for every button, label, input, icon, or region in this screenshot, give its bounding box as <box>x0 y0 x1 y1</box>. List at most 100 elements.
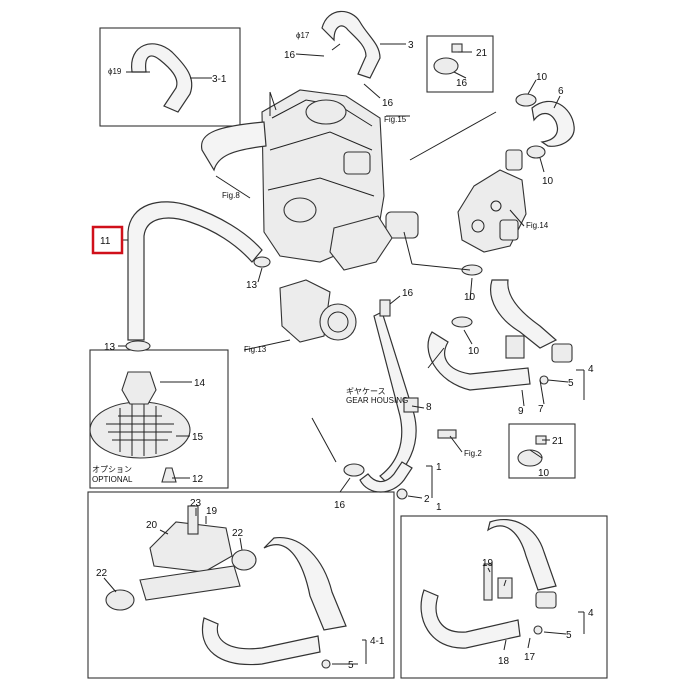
hose-18 <box>420 589 521 649</box>
label-7: 7 <box>538 404 544 415</box>
inset-box-clamp-top <box>426 35 494 93</box>
label-3: 3 <box>408 40 414 51</box>
clamp-16-inset <box>433 57 459 75</box>
label-16-a: 16 <box>284 50 296 61</box>
label-19-a: 19 <box>206 506 218 517</box>
strainer-plate-15 <box>89 401 191 459</box>
strainer-fitting-14 <box>121 371 157 405</box>
bracket-20 <box>149 521 233 573</box>
label-13-a: 13 <box>246 280 258 291</box>
bolt-19 <box>483 563 493 601</box>
hose-4-1-lower <box>202 617 321 666</box>
label-10-d: 10 <box>468 346 480 357</box>
label-16-e: 16 <box>334 500 346 511</box>
leader-lines <box>103 43 585 665</box>
label-17: 17 <box>524 652 536 663</box>
label-5: 5 <box>568 378 574 389</box>
clamp-13-upper <box>253 256 271 268</box>
clamp-10-c <box>461 264 483 276</box>
pipe-1-lower <box>359 461 413 493</box>
hose-3-1 <box>131 43 193 113</box>
label-4-b: 4 <box>588 608 594 619</box>
hose-4-1 <box>263 537 347 631</box>
label-14: 14 <box>194 378 206 389</box>
label-20: 20 <box>146 520 158 531</box>
hose-11 <box>127 201 263 341</box>
inset-box-clamp-bottom <box>508 423 576 479</box>
filler-cap <box>305 99 347 125</box>
label-4-1: 4-1 <box>370 636 385 647</box>
tube-end-right <box>551 343 573 363</box>
label-16-b: 16 <box>382 98 394 109</box>
label-10-e: 10 <box>538 468 550 479</box>
label-10-b: 10 <box>542 176 554 187</box>
hose-9 <box>427 331 531 391</box>
hose-6 <box>531 100 575 147</box>
label-optional-en: OPTIONAL <box>92 475 133 484</box>
label-fig15: Fig.15 <box>384 115 407 124</box>
label-gear-housing-en: GEAR HOUSING <box>346 396 408 405</box>
inset-box-bracket-right <box>400 515 608 679</box>
clamp-13-lower <box>125 340 151 352</box>
inset-box-3-1 <box>99 27 241 127</box>
label-4: 4 <box>588 364 594 375</box>
label-23: 23 <box>190 498 202 509</box>
engine-cover-boss <box>283 197 317 223</box>
label-11: 11 <box>100 236 111 247</box>
label-8: 8 <box>426 402 432 413</box>
tube-end-right-lower <box>535 591 557 609</box>
label-optional-jp: オプション <box>92 465 132 474</box>
clamp-22-a <box>105 589 135 611</box>
clamp-10-b <box>526 145 546 159</box>
bolt-5-left <box>321 659 331 669</box>
label-phi17: ϕ17 <box>296 31 310 40</box>
label-fig14: Fig.14 <box>526 221 549 230</box>
label-21-a: 21 <box>476 48 488 59</box>
plug-12 <box>161 467 177 483</box>
label-16-c: 16 <box>456 78 468 89</box>
label-10-c: 10 <box>464 292 476 303</box>
clamp-10-d <box>451 316 473 328</box>
label-1: 1 <box>436 462 442 473</box>
label-5-c: 5 <box>566 630 572 641</box>
water-pump-housing <box>329 215 393 271</box>
outlet-port <box>343 151 371 175</box>
highlight-box-part-11 <box>91 225 124 255</box>
plate-lower <box>139 565 241 601</box>
label-10-a: 10 <box>536 72 548 83</box>
bracket-7 <box>505 335 525 359</box>
label-2: 2 <box>424 494 430 505</box>
thermostat-port <box>505 149 523 171</box>
part-labels: 3-1 ϕ19 ϕ17 3 16 16 Fig.15 21 16 10 6 10… <box>92 31 594 671</box>
label-fig8: Fig.8 <box>222 191 240 200</box>
label-22-b: 22 <box>232 528 244 539</box>
inset-box-optional-strainer <box>89 349 229 489</box>
inset-box-bracket-left <box>87 491 395 679</box>
clamp-10-inset <box>517 449 543 467</box>
bolt-fig2 <box>437 429 457 439</box>
hose-4-right <box>487 518 557 591</box>
label-fig2: Fig.2 <box>464 449 482 458</box>
label-22-a: 22 <box>96 568 108 579</box>
gear-housing-bracket <box>403 397 419 413</box>
hose-assembly-4 <box>490 279 558 349</box>
bolt-5 <box>539 375 549 385</box>
label-21-b: 21 <box>552 436 564 447</box>
bracket-17 <box>497 577 513 599</box>
label-5-b: 5 <box>348 660 354 671</box>
label-16-d: 16 <box>402 288 414 299</box>
hose-3 <box>321 10 381 79</box>
sea-water-pump <box>279 279 331 343</box>
label-3-1: 3-1 <box>212 74 227 85</box>
label-18: 18 <box>498 656 510 667</box>
label-6: 6 <box>558 86 564 97</box>
label-19-b: 19 <box>482 558 494 569</box>
label-fig13: Fig.13 <box>244 345 267 354</box>
clamp-16-lower <box>343 463 365 477</box>
label-12: 12 <box>192 474 204 485</box>
strainer-grid <box>106 404 174 456</box>
bolt-2 <box>396 488 408 500</box>
fitting-16 <box>379 299 391 317</box>
label-1-b: 1 <box>436 502 442 513</box>
